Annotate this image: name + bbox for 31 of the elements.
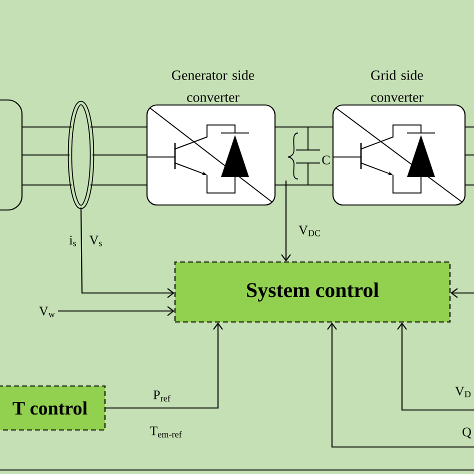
control-box: System control [174, 261, 451, 323]
label: T$_{em-ref}$ [150, 426, 182, 438]
connection-line [92, 154, 146, 156]
connection-line [465, 126, 474, 186]
arrow [58, 306, 174, 316]
connection-line [22, 184, 72, 186]
node-label: Grid side converter [371, 70, 424, 102]
converter-box: Grid side converter [332, 70, 466, 206]
arrow [327, 322, 474, 448]
label: V$_{s}$ [89, 236, 102, 246]
edge-label: V$_{w}$ [39, 306, 55, 318]
connection-line [90, 126, 146, 128]
arrow [281, 180, 291, 262]
connection-line [22, 154, 70, 156]
arrow [106, 322, 223, 409]
generator-shape [0, 99, 23, 211]
connection-line [22, 126, 72, 128]
node-label: Generator side converter [172, 70, 254, 102]
connection-line [275, 126, 333, 186]
edge-label: V$_{DC}$ [298, 226, 320, 236]
label: i$_{s}$ [69, 236, 76, 246]
arrow [80, 207, 174, 298]
arrow [397, 322, 474, 411]
converter-box: Generator side converter [146, 70, 276, 206]
edge-label: V$_{D}$ [455, 386, 471, 398]
connection-line [90, 184, 146, 186]
control-box: T control [0, 385, 106, 431]
arrow [450, 288, 474, 298]
edge-label: Q [462, 428, 472, 438]
edge-label: P$_{ref}$ [153, 390, 170, 402]
current-sensor-ring [68, 100, 94, 210]
